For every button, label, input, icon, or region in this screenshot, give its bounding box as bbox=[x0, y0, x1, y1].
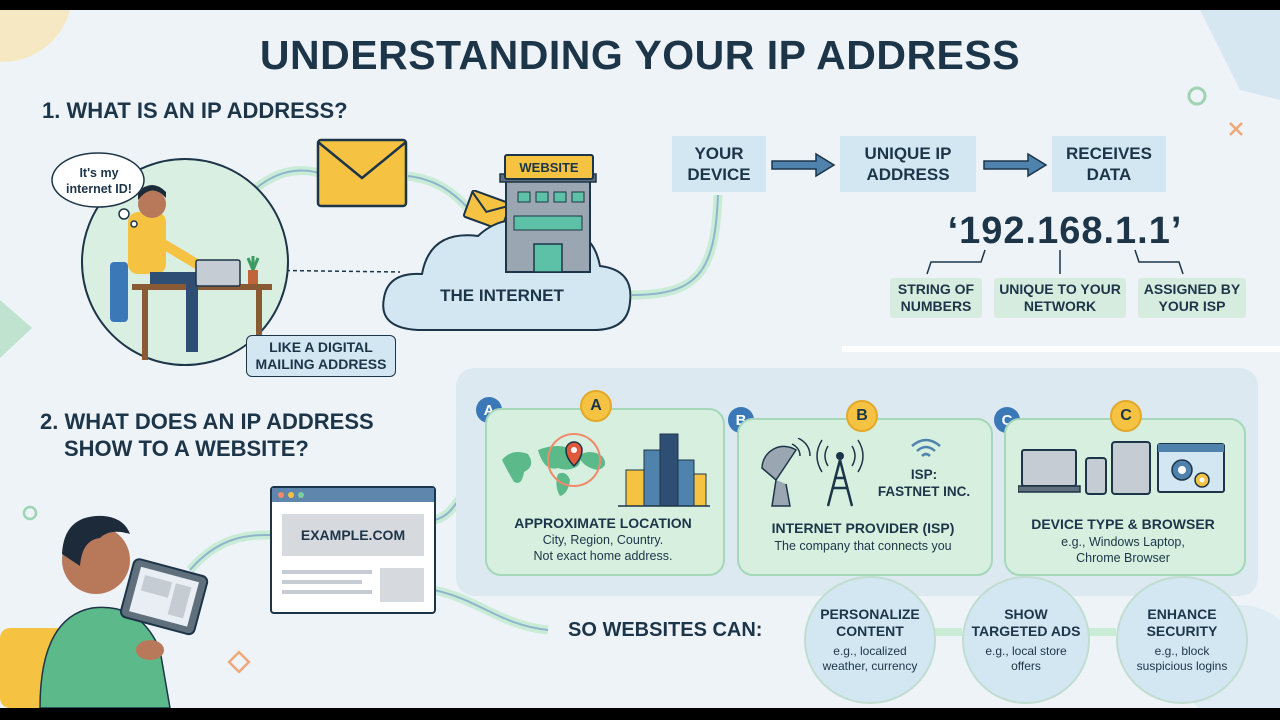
internet-label: THE INTERNET bbox=[440, 286, 564, 305]
card-a-desc: City, Region, Country. Not exact home ad… bbox=[485, 532, 721, 564]
outcome-targeted-ads: SHOW TARGETED ADS e.g., local store offe… bbox=[962, 576, 1090, 704]
section2-heading: 2. WHAT DOES AN IP ADDRESS SHOW TO A WEB… bbox=[40, 408, 374, 462]
outcome-2-desc-line1: e.g., local store bbox=[985, 644, 1067, 658]
window-dot-icon bbox=[288, 492, 294, 498]
card-a-title: APPROXIMATE LOCATION bbox=[514, 515, 692, 531]
ip-part-string-of-numbers: STRING OF NUMBERS bbox=[890, 278, 982, 318]
ip-address-example: ‘192.168.1.1’ bbox=[947, 210, 1183, 252]
website-sign: WEBSITE bbox=[504, 154, 594, 180]
card-c-desc-line2: Chrome Browser bbox=[1076, 551, 1170, 565]
ip-part-unique-network: UNIQUE TO YOUR NETWORK bbox=[994, 278, 1126, 318]
devices-icon bbox=[1018, 441, 1225, 495]
window-dot-icon bbox=[278, 492, 284, 498]
flow-your-device: YOUR DEVICE bbox=[672, 136, 766, 192]
browser-titlebar bbox=[272, 488, 434, 502]
isp-label-line2: FASTNET INC. bbox=[877, 484, 971, 499]
ip-part-assigned-isp: ASSIGNED BY YOUR ISP bbox=[1138, 278, 1246, 318]
so-websites-can-label: SO WEBSITES CAN: bbox=[568, 619, 763, 641]
outcome-3-title-line2: SECURITY bbox=[1146, 623, 1218, 639]
card-c-desc: e.g., Windows Laptop, Chrome Browser bbox=[1004, 534, 1242, 566]
divider bbox=[842, 346, 1280, 352]
outcome-3-title-line1: ENHANCE bbox=[1147, 606, 1217, 622]
browser-url-banner: EXAMPLE.COM bbox=[282, 514, 424, 556]
card-a-icon-badge: A bbox=[580, 390, 612, 422]
outcome-1-title-line1: PERSONALIZE bbox=[820, 606, 920, 622]
arrow-right-icon bbox=[771, 152, 836, 178]
outcome-2-title-line1: SHOW bbox=[1004, 606, 1048, 622]
satellite-tower-icon bbox=[761, 438, 864, 507]
mailing-address-note: LIKE A DIGITAL MAILING ADDRESS bbox=[246, 335, 396, 377]
card-a-desc-line1: City, Region, Country. bbox=[542, 533, 664, 547]
flow-receives-data: RECEIVES DATA bbox=[1052, 136, 1166, 192]
person-at-laptop-illustration bbox=[81, 158, 289, 366]
page-title: UNDERSTANDING YOUR IP ADDRESS bbox=[259, 32, 1021, 78]
outcome-1-desc: e.g., localized weather, currency bbox=[823, 644, 918, 674]
outcome-3-desc-line1: e.g., block bbox=[1154, 644, 1210, 658]
outcome-enhance-security: ENHANCE SECURITY e.g., block suspicious … bbox=[1116, 576, 1248, 704]
section2-heading-line1: 2. WHAT DOES AN IP ADDRESS bbox=[40, 409, 374, 434]
card-b-title: INTERNET PROVIDER (ISP) bbox=[771, 520, 955, 536]
outcome-3-desc-line2: suspicious logins bbox=[1136, 659, 1228, 673]
infographic: UNDERSTANDING YOUR IP ADDRESS 1. WHAT IS… bbox=[0, 10, 1280, 708]
isp-label-line1: ISP: bbox=[910, 467, 938, 482]
section1-heading: 1. WHAT IS AN IP ADDRESS? bbox=[42, 98, 348, 123]
thought-bubble-text: It's my internet ID! bbox=[66, 166, 132, 196]
card-b-desc: The company that connects you bbox=[774, 539, 952, 553]
outcome-1-desc-line1: e.g., localized bbox=[833, 644, 907, 658]
person-with-tablet-illustration bbox=[0, 515, 209, 708]
world-map-city-icon bbox=[502, 433, 710, 507]
outcome-personalize-content: PERSONALIZE CONTENT e.g., localized weat… bbox=[804, 576, 936, 704]
window-dot-icon bbox=[298, 492, 304, 498]
outcome-1-desc-line2: weather, currency bbox=[822, 659, 918, 673]
outcome-2-desc-line2: offers bbox=[1011, 659, 1041, 673]
outcome-1-title-line2: CONTENT bbox=[836, 623, 904, 639]
card-c-icon-badge: C bbox=[1110, 400, 1142, 432]
outcome-2-title-line2: TARGETED ADS bbox=[971, 623, 1081, 639]
outcome-2-desc: e.g., local store offers bbox=[985, 644, 1066, 674]
wifi-icon bbox=[911, 438, 941, 457]
flow-unique-ip: UNIQUE IP ADDRESS bbox=[840, 136, 976, 192]
arrow-right-icon bbox=[983, 152, 1048, 178]
thought-bubble bbox=[51, 152, 145, 228]
section2-heading-line2: SHOW TO A WEBSITE? bbox=[64, 436, 309, 461]
card-a-desc-line2: Not exact home address. bbox=[533, 549, 673, 563]
card-b-icon-badge: B bbox=[846, 400, 878, 432]
envelope-icon bbox=[316, 138, 408, 208]
card-c-desc-line1: e.g., Windows Laptop, bbox=[1061, 535, 1185, 549]
browser-window: EXAMPLE.COM bbox=[270, 486, 436, 614]
isp-label: ISP: FASTNET INC. bbox=[868, 466, 980, 500]
card-c-title: DEVICE TYPE & BROWSER bbox=[1031, 516, 1215, 532]
outcome-3-desc: e.g., block suspicious logins bbox=[1137, 644, 1228, 674]
